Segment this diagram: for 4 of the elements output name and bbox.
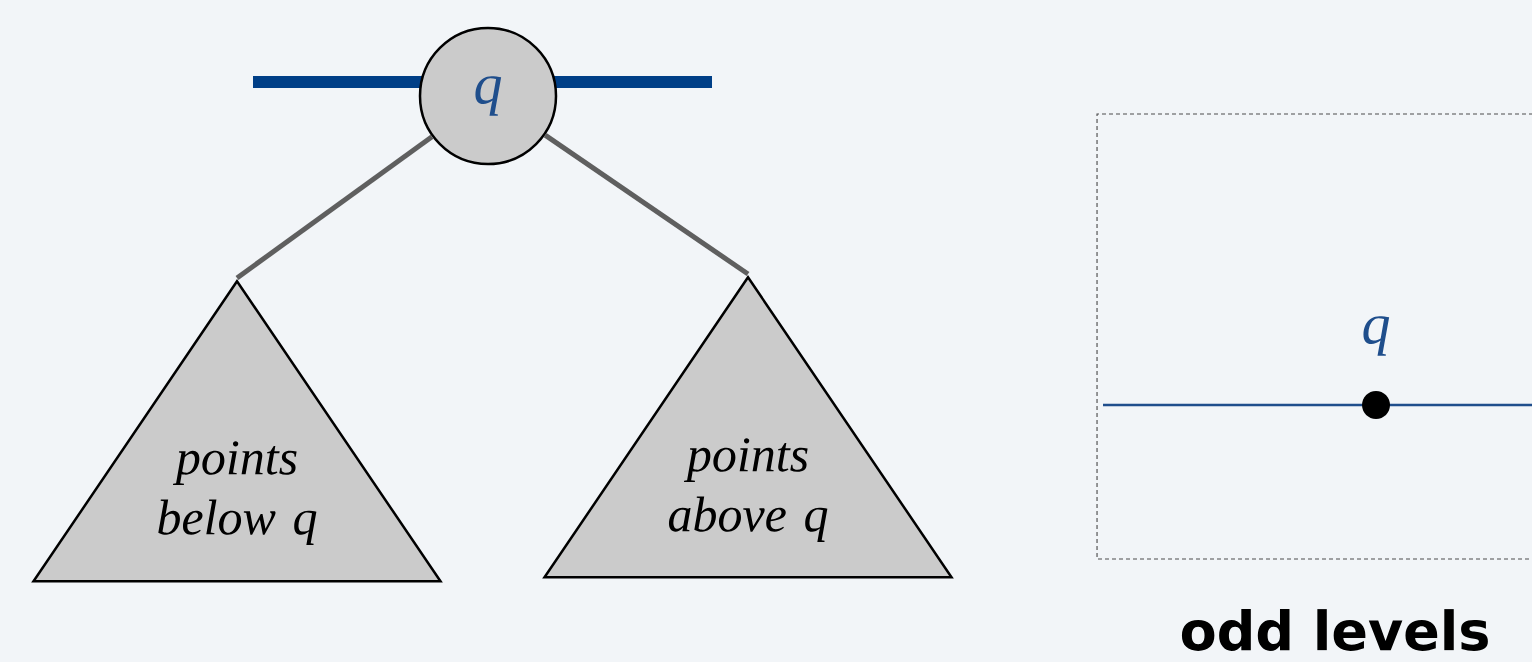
- caption: odd levels: [1181, 609, 1488, 651]
- tree-edge: [543, 133, 750, 277]
- point-label: q: [1363, 316, 1390, 356]
- tree-edge: [235, 134, 434, 281]
